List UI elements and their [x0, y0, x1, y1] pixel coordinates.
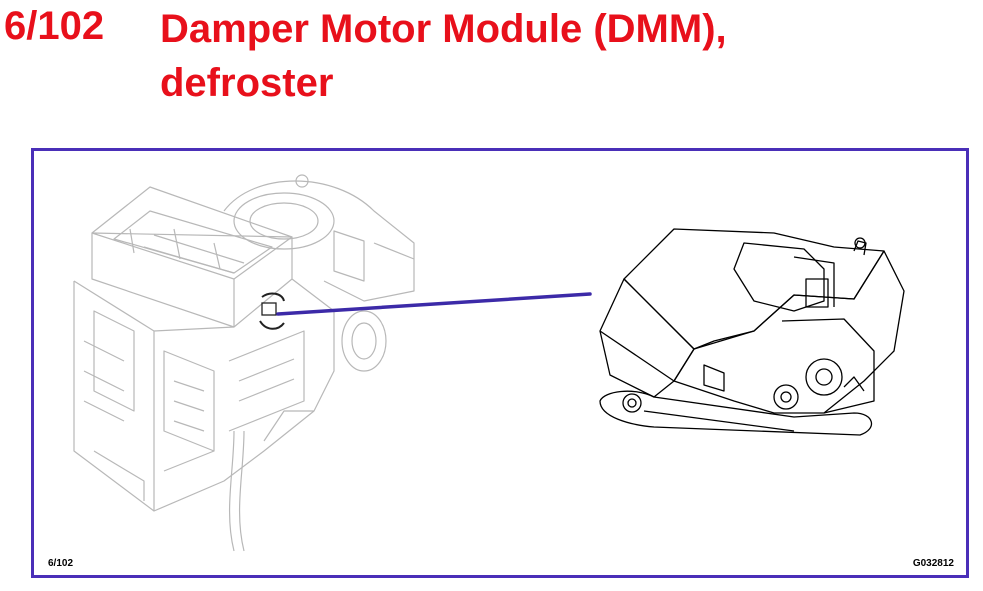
- page-title: Damper Motor Module (DMM), defroster: [160, 2, 727, 110]
- dmm-location-marker-icon: [259, 292, 285, 330]
- section-number: 6/102: [4, 4, 105, 48]
- figure-illustration: [73, 174, 905, 552]
- damper-motor-icon: [599, 228, 905, 436]
- heater-unit-icon: [73, 174, 415, 552]
- page-title-line-2: defroster: [160, 61, 334, 105]
- figure-number-label: 6/102: [48, 558, 74, 569]
- pointer-line: [276, 292, 592, 316]
- figure-frame: 6/102 G032812: [31, 148, 969, 578]
- page-title-line-1: Damper Motor Module (DMM),: [160, 7, 727, 51]
- figure-id-label: G032812: [912, 558, 954, 569]
